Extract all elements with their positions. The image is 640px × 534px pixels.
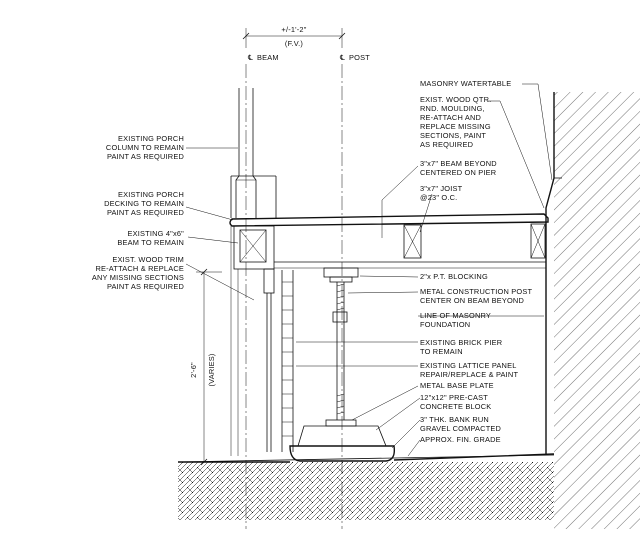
top-dimension-text: +/-1'-2" xyxy=(281,25,306,34)
right-labels-9-line-0: METAL BASE PLATE xyxy=(420,381,494,390)
left-labels-1-line-2: PAINT AS REQUIRED xyxy=(107,208,184,217)
right-labels-11-line-0: 3" THK. BANK RUN xyxy=(420,415,489,424)
post-centerline: ℄ POST xyxy=(340,53,370,529)
centerline-symbol-beam: ℄ xyxy=(248,53,253,62)
right-labels-1-line-3: REPLACE MISSING xyxy=(420,122,491,131)
right-labels-1-line-1: RND. MOULDING, xyxy=(420,104,485,113)
left-labels-1-line-0: EXISTING PORCH xyxy=(118,190,184,199)
right-labels-8-line-1: REPAIR/REPLACE & PAINT xyxy=(420,370,518,379)
porch-decking xyxy=(229,213,549,227)
right-labels-4-line-0: 2"x P.T. BLOCKING xyxy=(420,272,488,281)
right-labels-1-line-5: AS REQUIRED xyxy=(420,140,473,149)
right-callouts: MASONRY WATERTABLE EXIST. WOOD QTR.RND. M… xyxy=(420,79,532,444)
right-labels-5-line-1: CENTER ON BEAM BEYOND xyxy=(420,296,524,305)
right-labels-11-line-1: GRAVEL COMPACTED xyxy=(420,424,501,433)
beam-centerline: ℄ BEAM xyxy=(245,53,279,529)
left-labels-0-line-1: COLUMN TO REMAIN xyxy=(106,143,184,152)
left-labels-1-line-1: DECKING TO REMAIN xyxy=(104,199,184,208)
right-labels-7-line-0: EXISTING BRICK PIER xyxy=(420,338,502,347)
right-labels-2-line-1: CENTERED ON PIER xyxy=(420,168,496,177)
right-labels-5-line-0: METAL CONSTRUCTION POST xyxy=(420,287,532,296)
centerline-label-post: POST xyxy=(349,53,370,62)
height-dimension: 2'-6" (VARIES) xyxy=(189,268,222,466)
left-labels-3-line-0: EXIST. WOOD TRIM xyxy=(112,255,184,264)
right-labels-6-line-0: LINE OF MASONRY xyxy=(420,311,491,320)
centerline-label-beam: BEAM xyxy=(257,53,279,62)
footing xyxy=(289,425,396,462)
right-labels-7-line-1: TO REMAIN xyxy=(420,347,463,356)
right-labels-10-line-0: 12"x12" PRE-CAST xyxy=(420,393,488,402)
centerline-symbol-post: ℄ xyxy=(340,53,345,62)
existing-beam xyxy=(233,225,275,294)
ground xyxy=(177,453,555,520)
right-labels-1-line-0: EXIST. WOOD QTR. xyxy=(420,95,491,104)
height-dimension-note: (VARIES) xyxy=(207,353,216,386)
left-labels-0-line-0: EXISTING PORCH xyxy=(118,134,184,143)
right-labels-2-line-0: 3"x7" BEAM BEYOND xyxy=(420,159,497,168)
right-labels-0-line-0: MASONRY WATERTABLE xyxy=(420,79,511,88)
left-labels-2-line-1: BEAM TO REMAIN xyxy=(117,238,184,247)
right-labels-3-line-1: @23" O.C. xyxy=(420,193,457,202)
right-labels-12-line-0: APPROX. FIN. GRADE xyxy=(420,435,501,444)
right-labels-1-line-4: SECTIONS, PAINT xyxy=(420,131,486,140)
left-labels-3-line-3: PAINT AS REQUIRED xyxy=(107,282,184,291)
left-labels-3-line-2: ANY MISSING SECTIONS xyxy=(92,273,184,282)
right-labels-8-line-0: EXISTING LATTICE PANEL xyxy=(420,361,517,370)
right-labels-3-line-0: 3"x7" JOIST xyxy=(420,184,463,193)
lattice-panel xyxy=(230,226,294,456)
left-labels-3-line-1: RE-ATTACH & REPLACE xyxy=(95,264,184,273)
porch-column xyxy=(230,88,277,218)
left-labels-0-line-2: PAINT AS REQUIRED xyxy=(107,152,184,161)
top-dimension-note: (F.V.) xyxy=(285,39,303,48)
right-labels-6-line-1: FOUNDATION xyxy=(420,320,470,329)
height-dimension-text: 2'-6" xyxy=(189,362,198,378)
blocking-and-post xyxy=(323,267,359,427)
joists xyxy=(274,223,546,269)
right-labels-10-line-1: CONCRETE BLOCK xyxy=(420,402,491,411)
leader-lines xyxy=(185,83,553,457)
right-labels-1-line-2: RE-ATTACH AND xyxy=(420,113,481,122)
left-labels-2-line-0: EXISTING 4"x6" xyxy=(127,229,184,238)
top-dimension: +/-1'-2" (F.V.) xyxy=(242,25,346,48)
masonry-wall xyxy=(545,92,640,529)
